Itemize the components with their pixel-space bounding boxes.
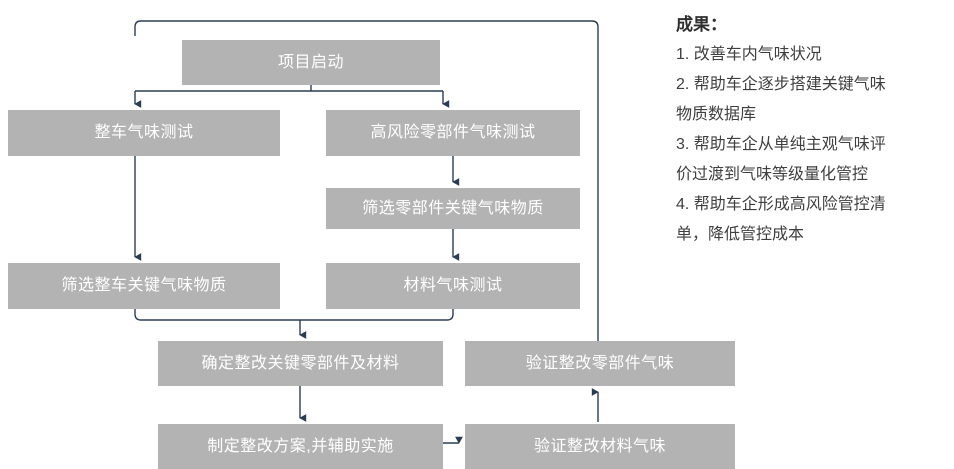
results-item: 2. 帮助车企逐步搭建关键气味 bbox=[676, 76, 886, 93]
results-item: 价过渡到气味等级量化管控 bbox=[676, 166, 869, 183]
node-project-start[interactable]: 项目启动 bbox=[182, 40, 440, 85]
results-title: 成果： bbox=[676, 15, 727, 34]
node-screen-vehicle-key[interactable]: 筛选整车关键气味物质 bbox=[8, 263, 280, 309]
wire-merge-left bbox=[134, 309, 300, 321]
results-item: 4. 帮助车企形成高风险管控清 bbox=[676, 196, 886, 213]
node-verify-material-odor[interactable]: 验证整改材料气味 bbox=[465, 424, 735, 469]
results-panel: 成果： 1. 改善车内气味状况 2. 帮助车企逐步搭建关键气味 物质数据库 3.… bbox=[676, 10, 944, 250]
wire-merge-right bbox=[300, 309, 454, 321]
node-vehicle-odor-test[interactable]: 整车气味测试 bbox=[8, 110, 280, 156]
node-screen-part-key[interactable]: 筛选零部件关键气味物质 bbox=[326, 188, 580, 229]
results-item: 物质数据库 bbox=[676, 106, 757, 123]
node-make-plan[interactable]: 制定整改方案,并辅助实施 bbox=[158, 424, 443, 469]
node-high-risk-part-test[interactable]: 高风险零部件气味测试 bbox=[326, 110, 580, 156]
node-confirm-rectify[interactable]: 确定整改关键零部件及材料 bbox=[158, 341, 443, 386]
node-verify-part-odor[interactable]: 验证整改零部件气味 bbox=[465, 341, 735, 386]
node-material-odor-test[interactable]: 材料气味测试 bbox=[326, 263, 580, 309]
results-item: 3. 帮助车企从单纯主观气味评 bbox=[676, 136, 886, 153]
results-item: 单，降低管控成本 bbox=[676, 226, 805, 243]
results-item: 1. 改善车内气味状况 bbox=[676, 46, 822, 63]
